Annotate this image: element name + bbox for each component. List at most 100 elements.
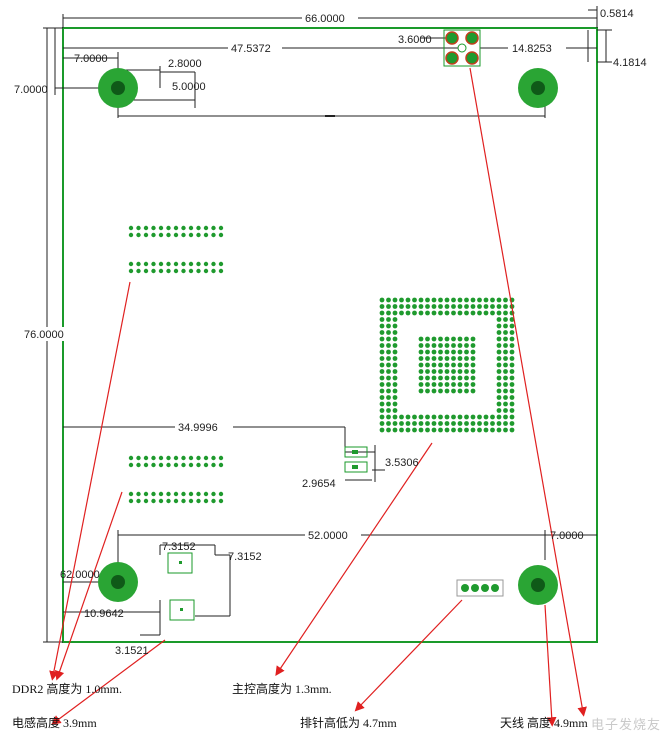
pad <box>399 414 404 420</box>
pad <box>405 304 411 309</box>
pad <box>173 225 179 231</box>
pad <box>181 491 186 497</box>
pad <box>509 382 515 387</box>
pad <box>496 401 502 407</box>
pad <box>418 414 424 420</box>
pad <box>470 414 476 420</box>
pad <box>457 362 463 368</box>
pad <box>425 356 430 361</box>
pad <box>425 304 430 309</box>
pad <box>203 498 209 504</box>
pad <box>425 369 430 374</box>
pad <box>503 297 508 303</box>
pad <box>457 427 463 433</box>
mounting-hole-top-right <box>518 68 558 108</box>
pad <box>470 421 476 426</box>
pad <box>503 330 508 335</box>
pad <box>451 362 456 368</box>
pad <box>425 336 430 342</box>
pad <box>490 304 495 309</box>
pad <box>196 225 201 231</box>
pad <box>386 297 391 303</box>
pad <box>218 261 224 267</box>
pad <box>438 362 443 368</box>
pad <box>211 455 216 461</box>
pad <box>203 232 209 238</box>
pad <box>392 421 398 426</box>
pad <box>166 268 171 274</box>
pad <box>379 427 385 433</box>
pad <box>438 310 443 316</box>
pad <box>151 268 156 274</box>
pad <box>438 421 443 426</box>
pad <box>181 498 186 504</box>
pad <box>496 395 502 400</box>
pad <box>444 336 450 342</box>
pad <box>451 427 456 433</box>
pad <box>412 304 417 309</box>
pad <box>412 310 417 316</box>
pad <box>503 421 508 426</box>
dim-hole-offset-x: 7.0000 <box>74 53 108 65</box>
pad <box>483 297 489 303</box>
pad <box>457 343 463 348</box>
pad <box>451 369 456 374</box>
pad <box>188 268 194 274</box>
pad <box>203 455 209 461</box>
pad <box>188 261 194 267</box>
pad <box>386 382 391 387</box>
pad <box>136 455 141 461</box>
dim-inductor-h: 3.5306 <box>385 457 419 469</box>
pad <box>386 343 391 348</box>
pad <box>379 362 385 368</box>
pad <box>464 375 469 381</box>
pad <box>490 310 495 316</box>
pad <box>173 232 179 238</box>
pad <box>181 268 186 274</box>
pad <box>503 362 508 368</box>
pad <box>425 382 430 387</box>
pad <box>151 261 156 267</box>
pad <box>431 375 437 381</box>
pad <box>444 297 450 303</box>
pad <box>464 388 469 394</box>
pad <box>166 455 171 461</box>
pad <box>196 498 201 504</box>
pad <box>509 395 515 400</box>
pad <box>503 343 508 348</box>
pad <box>218 232 224 238</box>
pad <box>457 297 463 303</box>
arrow-ddr2 <box>49 281 131 681</box>
pad <box>379 369 385 374</box>
pad <box>496 388 502 394</box>
pad <box>181 261 186 267</box>
pad <box>490 421 495 426</box>
pad <box>444 382 450 387</box>
pad <box>457 414 463 420</box>
pad <box>438 356 443 361</box>
pad <box>431 336 437 342</box>
pad <box>438 369 443 374</box>
pad <box>405 427 411 433</box>
pad <box>166 225 171 231</box>
pad <box>425 310 430 316</box>
pad <box>503 323 508 329</box>
pad <box>418 375 424 381</box>
pad <box>392 401 398 407</box>
pad <box>496 382 502 387</box>
dim-board-width: 66.0000 <box>305 13 345 25</box>
pad <box>490 414 495 420</box>
dim-antenna-right: 14.8253 <box>512 43 552 55</box>
dim-antenna-size: 3.6000 <box>398 34 432 46</box>
pad <box>392 297 398 303</box>
pad <box>392 317 398 322</box>
pad <box>418 421 424 426</box>
pad <box>158 455 164 461</box>
pad <box>477 304 482 309</box>
pad <box>503 304 508 309</box>
pad <box>173 491 179 497</box>
pad <box>438 427 443 433</box>
pad <box>431 297 437 303</box>
pad <box>496 304 502 309</box>
pad <box>451 349 456 355</box>
